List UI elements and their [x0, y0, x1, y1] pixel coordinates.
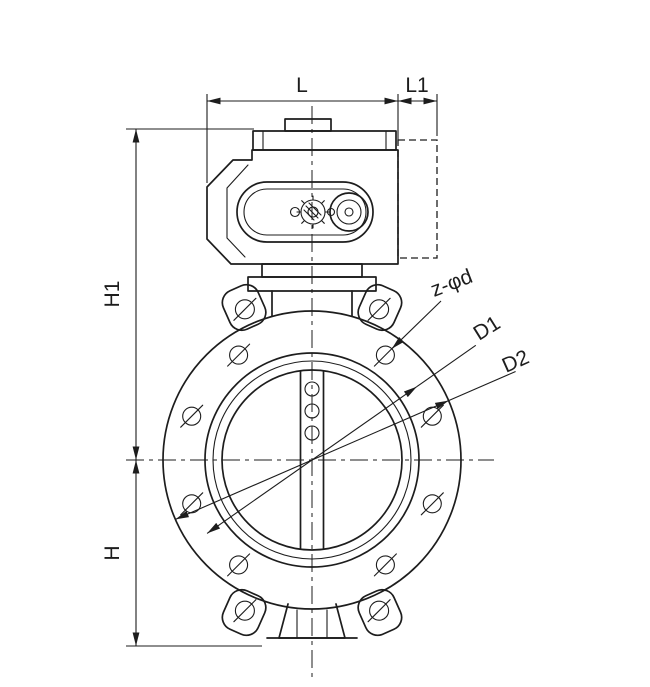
bolt-hole: [227, 553, 251, 577]
flange-ears: [221, 283, 403, 637]
label-H: H: [101, 545, 124, 560]
actuator-top-plate: [252, 130, 397, 151]
centerlines: [126, 106, 494, 678]
actuator-body-inner-bevel: [226, 164, 249, 258]
ear-hole: [367, 297, 391, 321]
ear-top-left: [221, 283, 267, 332]
dimension-L1: L1: [398, 74, 438, 136]
idler-circle-right: [326, 207, 336, 217]
ear-hole: [233, 599, 257, 623]
leader-line: [391, 300, 442, 350]
label-L: L: [296, 74, 308, 97]
label-H1: H1: [101, 281, 124, 308]
gear-hatching: [303, 202, 322, 221]
gear-actuator: [206, 118, 438, 317]
worm-slot-outer: [236, 181, 374, 243]
bolt-hole: [227, 343, 251, 367]
bolt-hole: [180, 404, 204, 428]
bolt-hole: [180, 492, 204, 516]
flange-outer-circle: [162, 310, 462, 610]
dimension-H: H: [101, 460, 262, 647]
ear-bottom-right: [357, 588, 403, 637]
worm-shaft-outer: [329, 192, 369, 232]
gear-teeth: [296, 195, 330, 229]
label-L1: L1: [405, 74, 428, 97]
dim-line-D2-extension: [448, 370, 516, 402]
dim-line-D1-extension: [416, 344, 477, 388]
label-D1: D1: [469, 312, 504, 346]
bolt-hole: [420, 492, 444, 516]
bolt-hole: [373, 553, 397, 577]
worm-gear: [289, 195, 336, 229]
bolt-hole: [420, 404, 444, 428]
actuator-top-boss: [284, 118, 332, 132]
dim-line-D2: [175, 400, 449, 520]
label-z-phi-d: z-φd: [428, 265, 476, 302]
dimension-D1: D1: [206, 312, 504, 534]
worm-shaft-center: [344, 207, 354, 217]
ear-top-right: [357, 283, 403, 332]
ear-hole: [233, 297, 257, 321]
dimension-H1: H1: [101, 128, 254, 460]
handwheel-phantom-outline: [397, 139, 438, 259]
worm-slot-inner: [243, 188, 367, 236]
bottom-foot: [266, 603, 358, 639]
leader-z-phi-d: z-φd: [391, 265, 476, 350]
ear-bottom-left: [221, 588, 267, 637]
worm-shaft-inner: [336, 199, 362, 225]
label-D2: D2: [499, 346, 533, 378]
dimension-L: L: [206, 74, 399, 183]
ear-hole: [367, 599, 391, 623]
idler-circle-left: [289, 206, 301, 218]
